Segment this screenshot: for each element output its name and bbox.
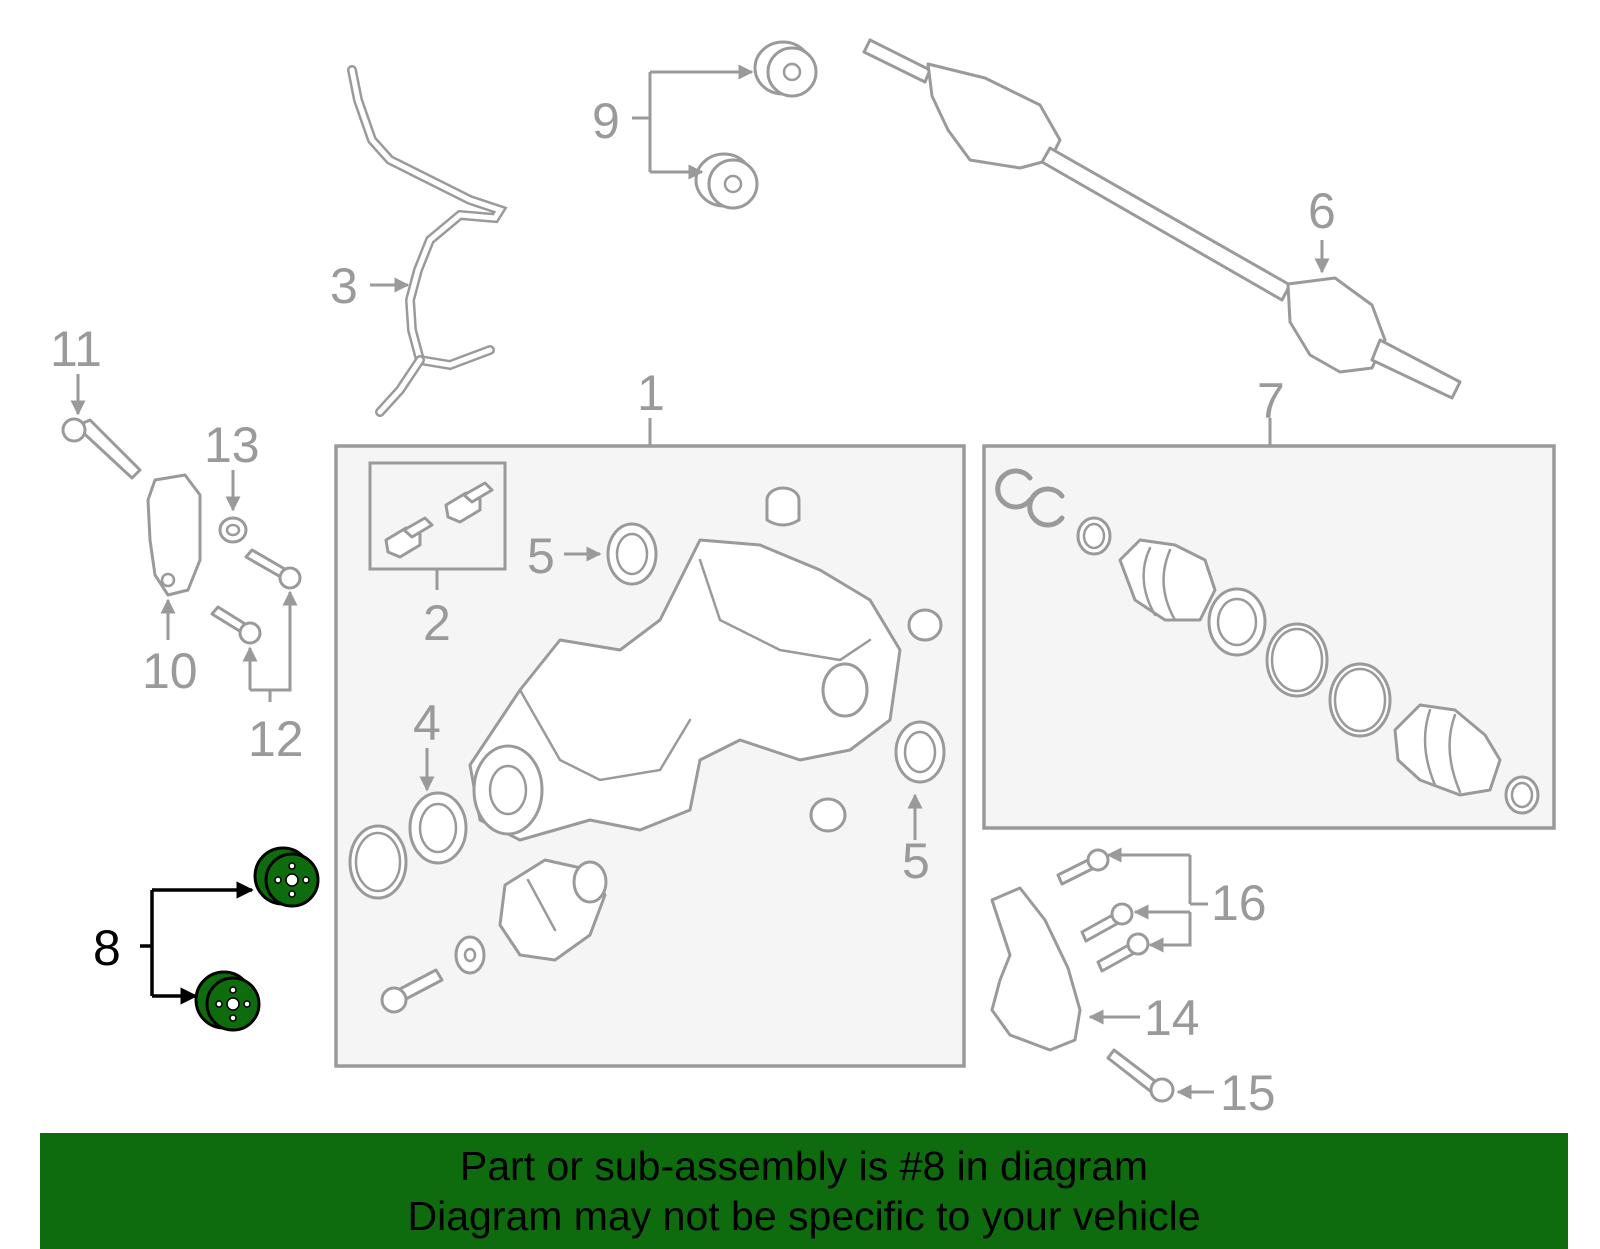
callout-10: 10 [142, 643, 198, 699]
callout-9: 9 [592, 93, 620, 149]
callout-15: 15 [1220, 1065, 1276, 1121]
bushing-lower [694, 152, 759, 210]
callout-13: 13 [204, 417, 260, 473]
heat-shield [990, 886, 1082, 1052]
retaining-ring-2 [1027, 486, 1065, 528]
callout-8[interactable]: 8 [93, 920, 121, 976]
large-clamp-2 [1328, 662, 1392, 738]
shield-bolt [1106, 1048, 1175, 1103]
washer [218, 516, 248, 544]
bolt-16a [1056, 848, 1110, 886]
callout-12: 12 [248, 711, 304, 767]
differential-housing [468, 538, 902, 842]
bushing-upper [753, 40, 818, 98]
vent-cap [765, 486, 801, 527]
highlighted-bushing-lower [194, 970, 261, 1032]
mount-bolt-long [61, 417, 142, 480]
highlighted-bushing-upper [253, 846, 320, 908]
callout-2: 2 [423, 595, 451, 651]
callout-1: 1 [637, 365, 665, 421]
leader-lines [70, 64, 1330, 1100]
clamp-end [1504, 775, 1540, 815]
flange-washer [454, 935, 486, 975]
boot-ring [1207, 587, 1267, 657]
callout-7: 7 [1257, 373, 1285, 429]
callout-11: 11 [50, 321, 102, 377]
callout-6: 6 [1308, 183, 1336, 239]
bolt-16c [1096, 932, 1150, 973]
callout-5a: 5 [527, 528, 555, 584]
clamp-small [1076, 516, 1112, 556]
bolt-upper [244, 548, 302, 590]
large-clamp-1 [1265, 622, 1329, 698]
breather-tube [347, 65, 508, 417]
callout-4: 4 [413, 695, 441, 751]
banner-line-2: Diagram may not be specific to your vehi… [407, 1193, 1201, 1239]
retaining-ring-1 [995, 468, 1033, 510]
callout-14: 14 [1144, 990, 1200, 1046]
info-banner: Part or sub-assembly is #8 in diagram Di… [40, 1133, 1568, 1249]
companion-flange [498, 858, 608, 962]
flange-nut-bolt [380, 968, 444, 1014]
inner-boot [1118, 538, 1217, 622]
small-cap-right [907, 608, 943, 642]
pinion-seal [408, 791, 468, 865]
callout-5b: 5 [902, 833, 930, 889]
fill-plug [444, 481, 494, 524]
axle-shaft [862, 38, 1462, 400]
drain-plug [384, 516, 434, 559]
small-cap-bottom [809, 797, 847, 833]
bolt-16b [1080, 902, 1134, 943]
axle-seal-lower [894, 720, 946, 784]
bolt-lower [210, 605, 262, 645]
callout-3: 3 [330, 258, 358, 314]
axle-seal-upper [606, 522, 658, 586]
callout-16: 16 [1211, 875, 1267, 931]
banner-line-1: Part or sub-assembly is #8 in diagram [459, 1143, 1149, 1189]
outer-boot [1393, 703, 1502, 797]
dust-shield [348, 824, 408, 900]
mount-bracket [146, 473, 202, 597]
